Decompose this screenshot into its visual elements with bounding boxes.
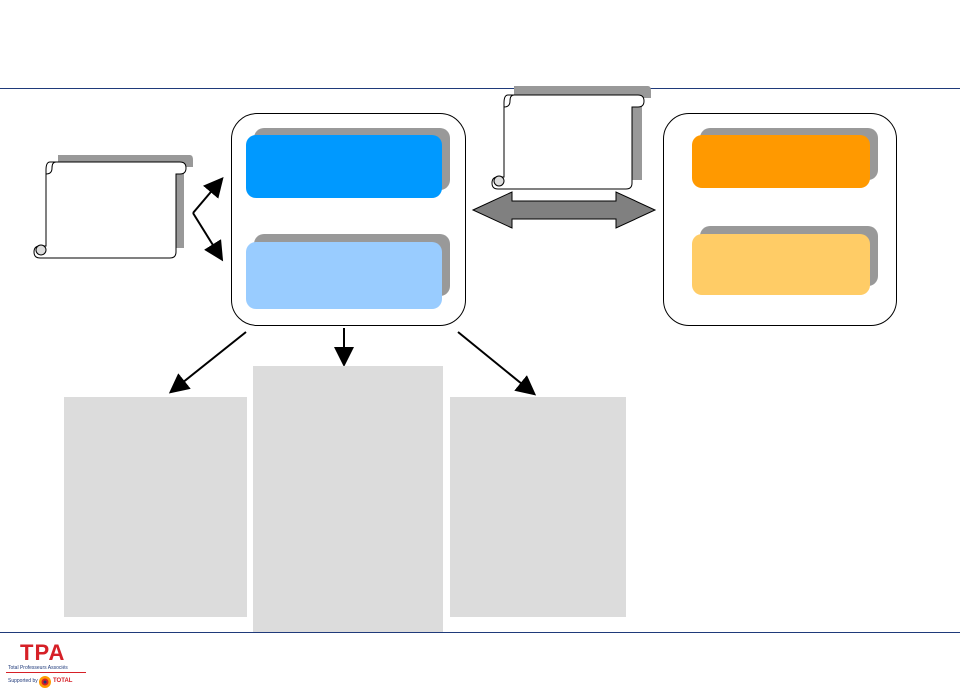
arrow-to-left-panel <box>168 331 247 394</box>
light-blue-block <box>246 242 442 309</box>
tpa-logo: TPA Total Professeurs Associés Supported… <box>6 640 90 692</box>
orange-block <box>692 135 870 188</box>
arrow-to-right-panel <box>457 331 537 396</box>
total-emblem-icon <box>39 676 51 688</box>
center-grey-panel <box>253 366 443 632</box>
left-grey-panel <box>64 397 247 617</box>
logo-tagline: Total Professeurs Associés <box>8 665 68 671</box>
footer-rule <box>0 632 960 633</box>
logo-sponsor: TOTAL <box>53 678 73 684</box>
logo-divider <box>6 672 86 673</box>
left-scroll-icon <box>33 155 193 259</box>
header-rule <box>0 88 960 89</box>
light-orange-block <box>692 234 870 295</box>
blue-block <box>246 135 442 198</box>
logo-acronym: TPA <box>20 640 66 665</box>
double-arrow <box>471 191 657 229</box>
middle-scroll-icon <box>491 86 651 190</box>
right-grey-panel <box>450 397 626 617</box>
scroll-connector-chevron <box>192 176 224 262</box>
logo-supported-by: Supported by <box>8 678 38 684</box>
